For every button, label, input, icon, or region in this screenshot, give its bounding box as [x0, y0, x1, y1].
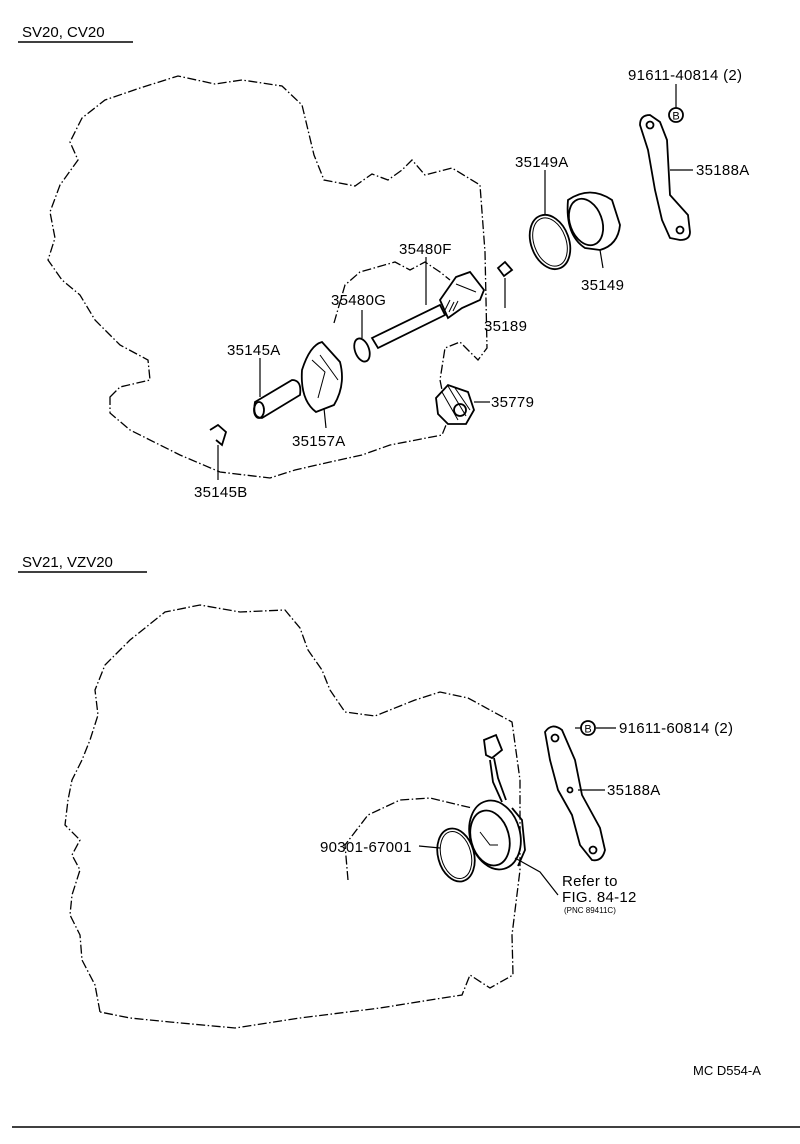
bottom-refer-line2: FIG. 84-12 [562, 889, 637, 906]
top-section: SV20, CV20 B 91611-40814 (2) 35149A 3514… [18, 24, 750, 501]
top-plate [300, 340, 343, 414]
top-label-sleeve: 35145A [227, 342, 281, 359]
bottom-label-oring: 90301-67001 [320, 839, 412, 856]
top-label-seal: 35480G [331, 292, 386, 309]
bottom-header: SV21, VZV20 [22, 554, 113, 571]
top-label-spring: 35145B [194, 484, 248, 501]
top-label-gear: 35779 [491, 394, 534, 411]
bottom-label-bolt: 91611-60814 (2) [619, 720, 733, 737]
top-housing-inner-line [333, 261, 451, 324]
top-bracket-hole-upper [645, 120, 655, 130]
top-gear [435, 383, 475, 425]
bottom-transmission-outline [64, 604, 521, 1029]
bottom-housing-inner-line [344, 797, 473, 881]
top-seal [353, 337, 371, 363]
top-label-shaft: 35480F [399, 241, 452, 258]
top-label-clip: 35189 [484, 318, 527, 335]
top-label-oring: 35149A [515, 154, 569, 171]
top-sleeve [253, 379, 302, 419]
top-bracket [639, 114, 691, 241]
bottom-connector [483, 733, 504, 760]
top-label-plate: 35157A [292, 433, 346, 450]
top-label-cover: 35149 [581, 277, 624, 294]
top-cover [566, 191, 621, 251]
bottom-oring [436, 827, 476, 883]
bottom-label-bracket: 35188A [607, 782, 661, 799]
top-shaft [370, 303, 447, 350]
bottom-bracket [544, 725, 606, 862]
footer-code: MC D554-A [693, 1063, 761, 1078]
top-clip [496, 260, 514, 278]
bottom-refer-line3: (PNC 89411C) [564, 906, 616, 915]
bottom-section: SV21, VZV20 B 91611-60814 (2) 35188A 903… [18, 554, 733, 1029]
top-bolt-marker: B [672, 111, 679, 123]
bottom-refer-line1: Refer to [562, 873, 618, 890]
top-transmission-outline [47, 75, 488, 479]
bottom-bolt-marker: B [584, 724, 591, 736]
top-oring [528, 213, 572, 271]
top-label-bolt: 91611-40814 (2) [628, 67, 742, 84]
top-bracket-hole-lower [675, 225, 685, 235]
top-label-bracket: 35188A [696, 162, 750, 179]
top-spring [209, 423, 228, 447]
top-shaft-head [438, 270, 486, 320]
top-header: SV20, CV20 [22, 24, 105, 41]
